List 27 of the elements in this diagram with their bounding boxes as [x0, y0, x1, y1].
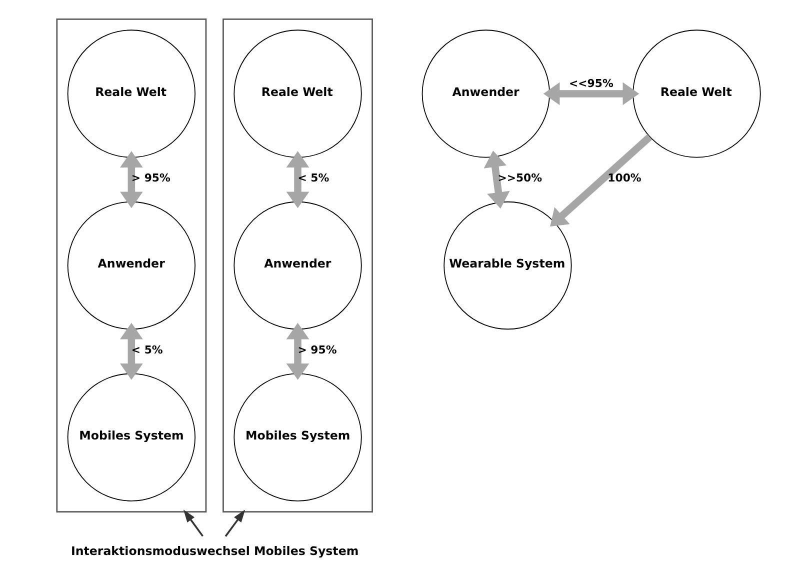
arrow [286, 151, 309, 208]
arrow [286, 322, 309, 380]
node-circle: Mobiles System [233, 373, 362, 502]
edge-label: > 95% [130, 172, 170, 185]
edge-label: < 5% [130, 343, 162, 356]
arrow [120, 151, 142, 208]
cluster [56, 18, 206, 512]
arrow [224, 510, 245, 537]
edge-label: <<95% [568, 77, 613, 90]
node-circle: Mobiles System [66, 373, 196, 502]
node-text: Interaktionsmoduswechsel Mobiles System [70, 544, 358, 558]
cluster [222, 18, 372, 512]
arrow [120, 322, 142, 380]
node-circle: Reale Welt [66, 30, 196, 158]
arrow [542, 82, 639, 106]
node-circle: Reale Welt [632, 30, 760, 158]
edge-label: 100% [607, 172, 641, 185]
arrow [182, 510, 203, 537]
arrow [483, 150, 510, 209]
edge-label: < 5% [297, 172, 329, 185]
edge-label: >>50% [497, 172, 542, 185]
arrow [550, 134, 652, 227]
node-circle: Anwender [421, 30, 550, 158]
node-circle: Reale Welt [233, 30, 362, 158]
edge-label: > 95% [297, 343, 336, 356]
node-circle: Anwender [233, 201, 362, 330]
node-circle: Anwender [66, 201, 196, 330]
